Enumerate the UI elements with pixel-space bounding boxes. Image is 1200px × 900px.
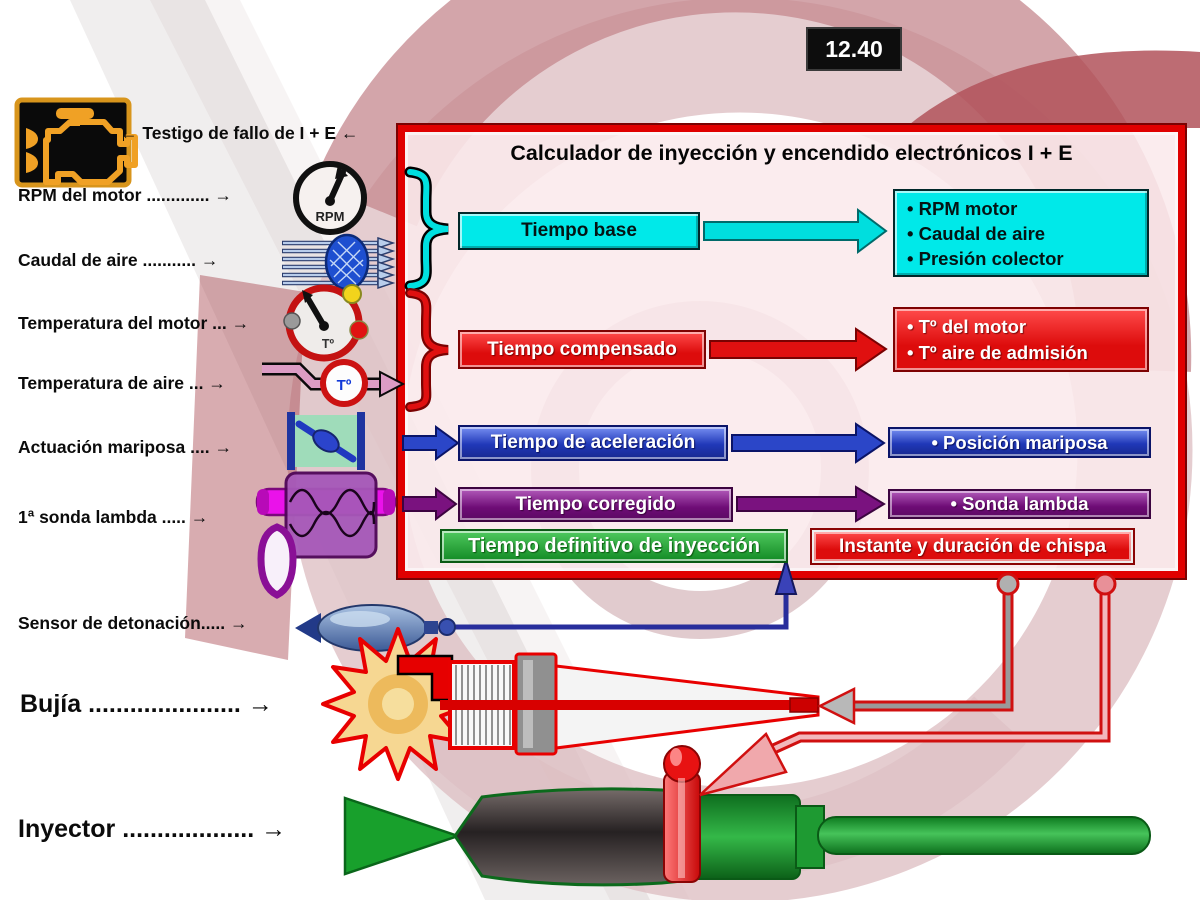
label-engine-rpm: RPM del motor ............. → <box>18 185 232 205</box>
compensated-time-outputs-box: • Tº del motor • Tº aire de admisión <box>893 307 1149 372</box>
output-rpm: • RPM motor <box>907 197 1018 219</box>
label-knock-sensor: Sensor de detonación..... → <box>18 613 248 633</box>
corrected-time-box: Tiempo corregido <box>458 487 733 522</box>
throttle-position-box: • Posición mariposa <box>888 427 1151 458</box>
label-air-temp: Temperatura de aire ... → <box>18 373 226 393</box>
panel-title: Calculador de inyección y encendido elec… <box>510 141 1073 165</box>
label-warning-lamp: ← Testigo de fallo de I + E ← <box>120 123 359 143</box>
label-engine-temp: Temperatura del motor ... → <box>18 313 250 333</box>
label-throttle: Actuación mariposa .... → <box>18 437 232 457</box>
figure-number: 12.40 <box>806 27 902 71</box>
base-time-outputs-box: • RPM motor • Caudal de aire • Presión c… <box>893 189 1149 277</box>
spark-timing-box: Instante y duración de chispa <box>810 528 1135 565</box>
base-time-box: Tiempo base <box>458 212 700 250</box>
output-intake-air-temp: • Tº aire de admisión <box>907 341 1088 363</box>
final-injection-time-box: Tiempo definitivo de inyección <box>440 529 788 563</box>
output-airflow: • Caudal de aire <box>907 222 1046 244</box>
output-manifold-pressure: • Presión colector <box>907 247 1064 269</box>
label-lambda: 1ª sonda lambda ..... → <box>18 507 209 527</box>
acceleration-time-box: Tiempo de aceleración <box>458 425 728 461</box>
label-spark-plug: Bujía ...................... → <box>20 690 273 718</box>
label-injector: Inyector ................... → <box>18 815 287 843</box>
compensated-time-box: Tiempo compensado <box>458 330 706 369</box>
lambda-probe-box: • Sonda lambda <box>888 489 1151 519</box>
output-engine-temp: • Tº del motor <box>907 315 1027 337</box>
label-air-flow: Caudal de aire ........... → <box>18 250 219 270</box>
